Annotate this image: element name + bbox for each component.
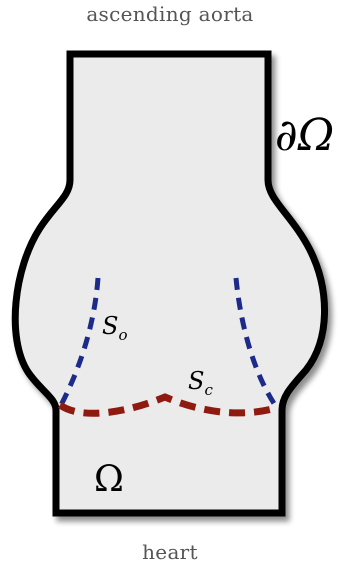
domain-label: Ω (94, 459, 124, 500)
surface-o-label: So (102, 312, 127, 344)
surface-o-label-main: S (102, 312, 118, 340)
surface-c-label-sub: c (204, 381, 213, 399)
heart-label: heart (142, 540, 198, 564)
surface-o-right-curve (233, 277, 278, 407)
surface-o-label-sub: o (118, 326, 127, 344)
surface-c-curve (57, 393, 277, 417)
surface-o-left-curve (57, 277, 101, 409)
surface-c-label-main: S (188, 367, 204, 395)
surface-c-label: Sc (188, 367, 213, 399)
boundary-label: ∂Ω (275, 110, 334, 161)
ascending-aorta-label: ascending aorta (86, 2, 254, 26)
domain-boundary (11, 50, 328, 517)
